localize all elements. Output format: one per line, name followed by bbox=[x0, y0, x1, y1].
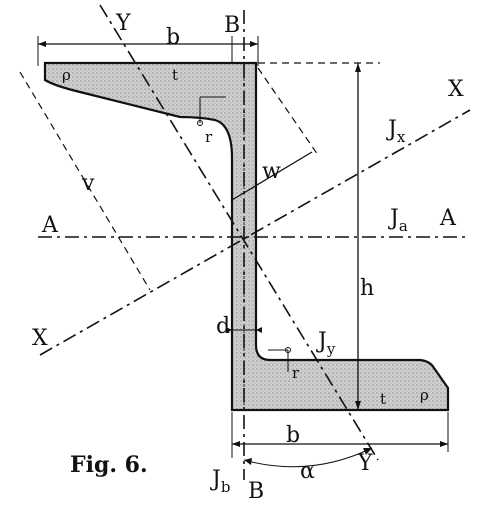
v-dimension bbox=[19, 71, 151, 291]
label-rho-bottom: ρ bbox=[420, 386, 429, 404]
label-ja: Ja bbox=[388, 206, 408, 235]
alpha-arc bbox=[243, 447, 373, 468]
label-w: w bbox=[262, 159, 281, 184]
label-b-axis-top: B bbox=[224, 13, 240, 38]
label-jy: Jy bbox=[316, 329, 336, 358]
label-jb: Jb bbox=[210, 467, 230, 496]
label-alpha: α bbox=[300, 459, 315, 484]
label-y-top: Y bbox=[115, 11, 131, 36]
label-r-top: r bbox=[205, 128, 213, 146]
label-b-axis-bottom: B bbox=[248, 479, 264, 504]
label-x-right: X bbox=[448, 77, 464, 102]
label-a-right: A bbox=[439, 206, 457, 231]
label-h: h bbox=[360, 276, 374, 301]
label-d: d bbox=[216, 314, 230, 339]
y-axis-line bbox=[99, 4, 379, 461]
label-b-width-bottom: b bbox=[286, 423, 300, 448]
x-axis-line bbox=[39, 109, 471, 356]
label-r-bottom: r bbox=[292, 364, 300, 382]
label-v: v bbox=[81, 171, 95, 196]
label-b-width-top: b bbox=[166, 25, 180, 50]
w-dashed bbox=[257, 67, 319, 156]
label-t-bottom: t bbox=[380, 390, 386, 408]
label-rho-top: ρ bbox=[62, 66, 71, 84]
figure-caption: Fig. 6. bbox=[70, 452, 148, 478]
label-t-top: t bbox=[172, 66, 178, 84]
w-dimension bbox=[231, 151, 313, 201]
label-a-left: A bbox=[41, 213, 59, 238]
label-y-bottom: Y bbox=[357, 451, 373, 476]
label-jx: Jx bbox=[386, 117, 406, 146]
label-x-left: X bbox=[32, 326, 48, 351]
